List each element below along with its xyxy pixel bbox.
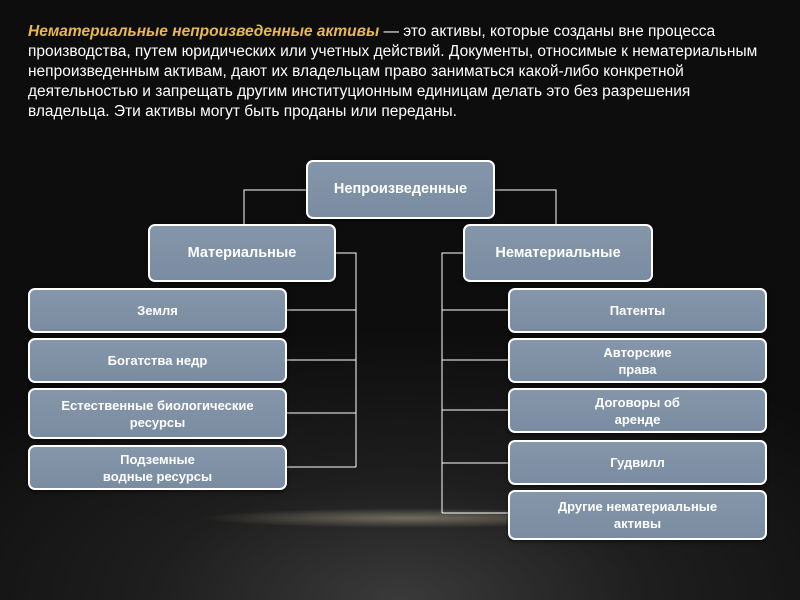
material-item: Естественные биологические ресурсы [28, 388, 287, 439]
material-item: Земля [28, 288, 287, 333]
nonmaterial-item: Гудвилл [508, 440, 767, 485]
material-item: Подземные водные ресурсы [28, 445, 287, 490]
connector-nonmaterial-spine [441, 252, 463, 513]
connector-material-spine [336, 252, 357, 467]
connector-root-nonmaterial [494, 189, 557, 224]
nonmaterial-node: Нематериальные [463, 224, 653, 282]
nonmaterial-item: Патенты [508, 288, 767, 333]
material-item: Богатства недр [28, 338, 287, 383]
root-node: Непроизведенные [306, 160, 495, 219]
material-node: Материальные [148, 224, 336, 282]
nonmaterial-item: Другие нематериальные активы [508, 490, 767, 540]
intro-paragraph: Нематериальные непроизведенные активы — … [28, 22, 768, 122]
nonmaterial-item: Авторские права [508, 338, 767, 383]
connector-root-material [243, 189, 306, 224]
intro-text: — это активы, которые созданы вне процес… [28, 23, 758, 120]
intro-term: Нематериальные непроизведенные активы [28, 23, 380, 40]
nonmaterial-item: Договоры об аренде [508, 388, 767, 433]
